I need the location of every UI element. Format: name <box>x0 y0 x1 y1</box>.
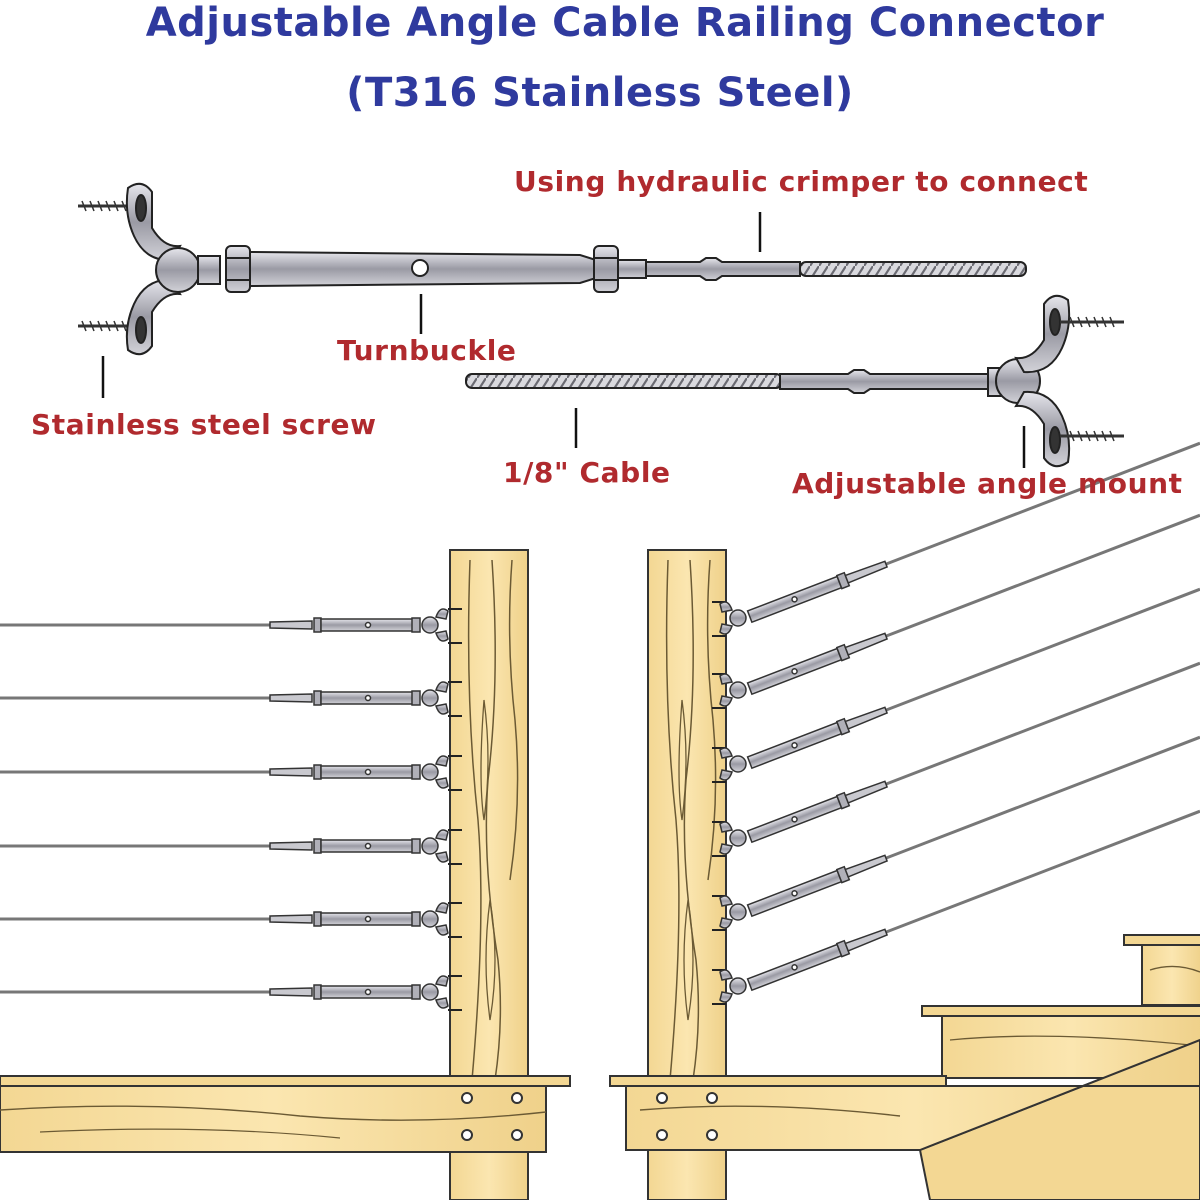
stainless-steel-screw-lower <box>78 320 135 332</box>
label-adjustable-angle-mount: Adjustable angle mount <box>792 467 1183 500</box>
right-stair-stringer <box>625 1038 1200 1151</box>
stainless-steel-screw-upper <box>78 200 135 212</box>
label-turnbuckle: Turnbuckle <box>337 334 517 367</box>
right-turnbuckle-fitting <box>719 928 889 1003</box>
callout-leader-lines <box>101 212 1026 468</box>
left-deck <box>0 1075 571 1200</box>
swage-fitting <box>645 257 801 281</box>
stair-upper-tread <box>1123 934 1200 946</box>
left-support-post <box>449 1151 529 1200</box>
left-turnbuckle-fitting <box>269 902 449 936</box>
right-cable <box>855 587 1200 724</box>
right-cable <box>855 441 1200 578</box>
angle-mount-assembly <box>465 294 1124 468</box>
label-crimper: Using hydraulic crimper to connect <box>514 165 1089 198</box>
cable-segment-top <box>799 261 1027 277</box>
right-turnbuckle-fitting <box>719 632 889 707</box>
right-deck <box>609 1038 1200 1200</box>
turnbuckle-hole <box>411 259 429 277</box>
right-turnbuckle-fitting <box>719 780 889 855</box>
right-cable <box>855 513 1200 650</box>
right-cable <box>855 661 1200 798</box>
right-turnbuckle-fitting <box>719 854 889 929</box>
mount-bracket-upper-2 <box>1014 294 1071 374</box>
right-support-post <box>647 1149 727 1200</box>
label-stainless-steel-screw: Stainless steel screw <box>31 408 377 441</box>
turnbuckle-assembly <box>78 182 1027 356</box>
label-cable: 1/8" Cable <box>503 456 671 489</box>
page-subtitle: (T316 Stainless Steel) <box>346 70 854 116</box>
left-deck-board <box>0 1075 571 1087</box>
right-turnbuckle-fitting <box>719 560 889 635</box>
right-deck-board <box>609 1075 947 1087</box>
right-turnbuckle-fitting <box>719 706 889 781</box>
right-cable <box>855 735 1200 872</box>
left-turnbuckle-fitting <box>269 608 449 642</box>
swage-fitting-2 <box>779 369 991 394</box>
stair-lower-tread <box>921 1005 1200 1017</box>
left-turnbuckle-fitting <box>269 829 449 863</box>
left-turnbuckle-fitting <box>269 755 449 789</box>
left-turnbuckle-fitting <box>269 681 449 715</box>
turnbuckle-nut-right <box>593 245 619 293</box>
page-title: Adjustable Angle Cable Railing Connector <box>145 0 1105 46</box>
left-turnbuckle-fitting <box>269 975 449 1009</box>
turnbuckle-nut-left <box>225 245 251 293</box>
right-cable <box>855 809 1200 946</box>
adjustable-angle-joint <box>155 247 201 293</box>
cable-segment-middle <box>465 373 783 389</box>
